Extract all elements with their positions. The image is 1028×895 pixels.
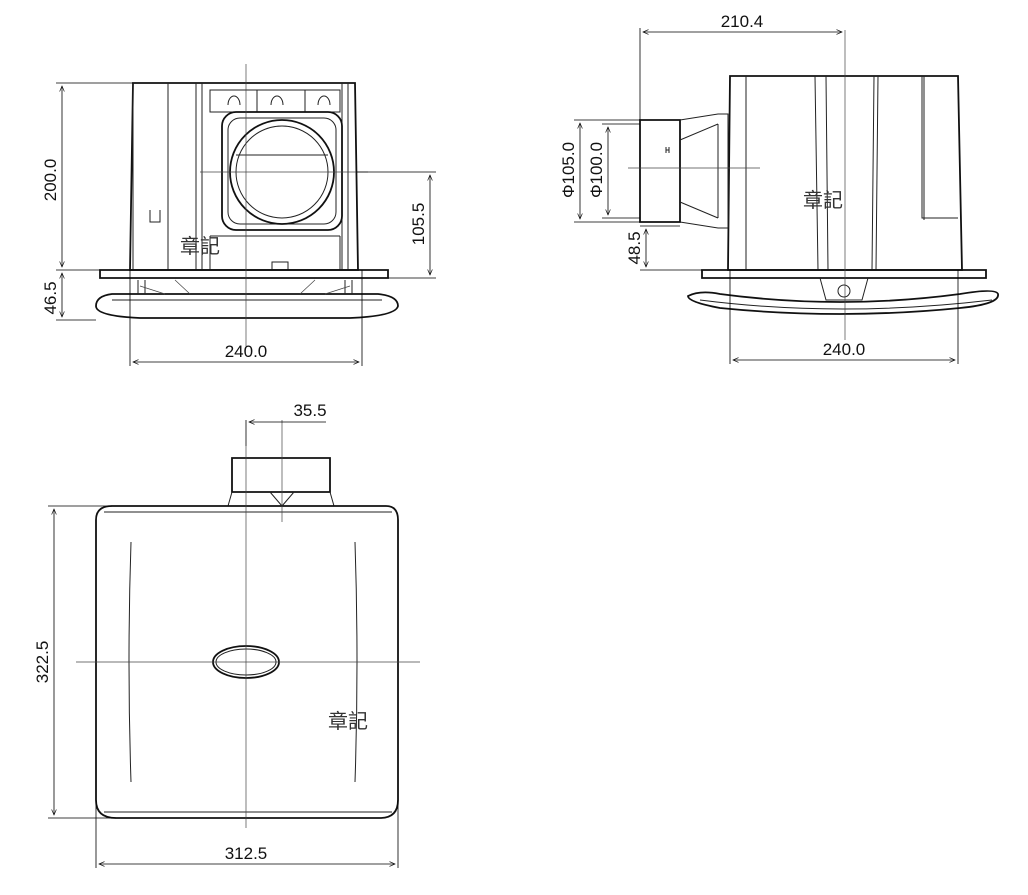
side-grille (687, 290, 999, 315)
top-duct-label: 35.5 (293, 401, 326, 420)
side-watermark: 章記 (803, 188, 843, 212)
front-duct-center-label: 105.5 (409, 203, 428, 246)
top-duct (231, 457, 331, 493)
side-duct (639, 119, 681, 223)
top-height-label: 322.5 (33, 641, 52, 684)
front-grille (95, 293, 399, 319)
front-watermark: 章記 (180, 234, 220, 258)
side-view: 210.4 Φ105.0 Φ100.0 48.5 240.0 章記 (559, 12, 999, 364)
top-view: 35.5 322.5 312.5 章記 (33, 401, 420, 868)
front-housing (129, 82, 359, 271)
side-width-label: 240.0 (823, 340, 866, 359)
front-mount-flange (99, 269, 389, 279)
side-duct-offset-label: 48.5 (625, 231, 644, 264)
duct-flange (221, 111, 343, 231)
front-view: 200.0 46.5 105.5 240.0 章記 (41, 64, 436, 366)
top-watermark: 章記 (328, 709, 368, 733)
side-inner-diameter-label: Φ100.0 (587, 142, 606, 198)
side-mount-flange (701, 269, 987, 279)
front-grille-label: 46.5 (41, 281, 60, 314)
side-depth-label: 210.4 (721, 12, 764, 31)
front-width-label: 240.0 (225, 342, 268, 361)
top-width-label: 312.5 (225, 844, 268, 863)
side-outer-diameter-label: Φ105.0 (559, 142, 578, 198)
top-panel (95, 505, 399, 819)
front-height-label: 200.0 (41, 159, 60, 202)
